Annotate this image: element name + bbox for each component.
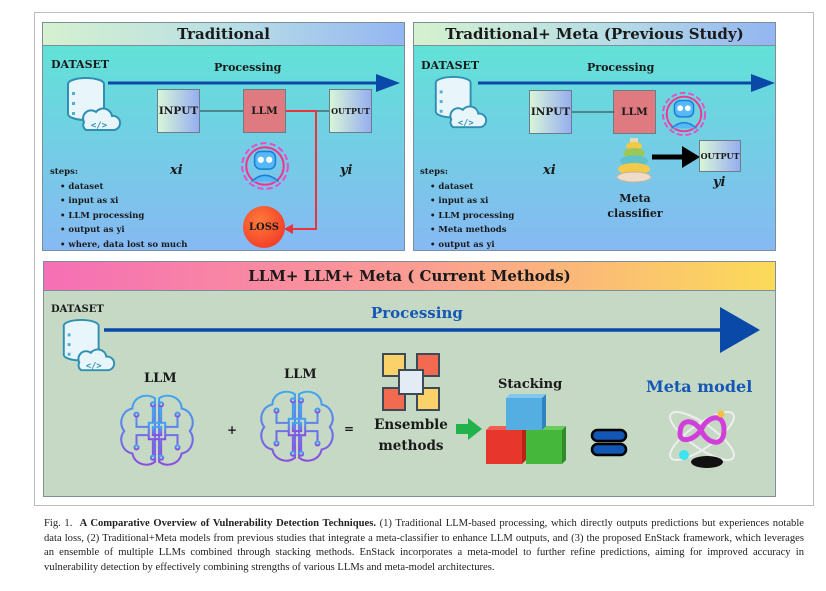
meta-model-icon [669,410,735,468]
caption-fig-label: Fig. 1. [44,518,73,529]
step-item: Meta methods [420,223,514,238]
processing-arrow [104,307,760,353]
input-box: INPUT [529,90,572,134]
output-box: OUTPUT [699,140,741,172]
llm-box: LLM [243,89,286,133]
loss-circle: LOSS [243,206,285,248]
step-item: output as yi [50,223,187,238]
stacking-label: Stacking [498,377,563,392]
panel-current-methods: LLM+ LLM+ Meta ( Current Methods) [43,261,776,497]
dataset-label: DATASET [421,59,480,72]
steps-list: steps: dataset input as xi LLM processin… [420,165,514,252]
processing-arrow [478,74,775,92]
step-item: input as xi [50,194,187,209]
robot-icon [661,91,707,137]
yi-label: yi [340,163,353,178]
processing-label: Processing [371,304,463,322]
xi-label: xi [543,163,556,178]
meta-classifier-icon [616,138,652,183]
step-item: input as xi [420,194,514,209]
flow-connectors [200,110,329,234]
steps-title: steps: [420,167,448,177]
llm1-label: LLM [144,371,177,386]
panel-title: Traditional [177,25,270,43]
meta-to-output-arrow [652,146,700,168]
step-item: LLM processing [420,209,514,224]
meta-classifier-line2: classifier [607,207,663,220]
step-item: dataset [50,180,187,195]
output-box: OUTPUT [329,89,372,133]
processing-label: Processing [214,61,282,74]
meta-classifier-label: Meta classifier [600,191,670,221]
green-arrow-icon [456,418,482,440]
brain-chip-icon [260,390,334,462]
panel-title: LLM+ LLM+ Meta ( Current Methods) [248,267,571,285]
panel-title: Traditional+ Meta (Previous Study) [445,25,744,43]
llm-box: LLM [613,90,656,134]
equals-bars-icon [590,428,628,457]
processing-arrow [108,74,400,92]
caption-body: (1) Traditional LLM-based processing, wh… [44,518,804,573]
steps-list: steps: dataset input as xi LLM processin… [50,165,187,252]
plus-sign: + [227,423,238,437]
step-item: where, data lost so much [50,238,187,253]
loss-label: LOSS [249,221,279,233]
step-item: LLM processing [50,209,187,224]
ensemble-line1: Ensemble [374,417,448,433]
meta-classifier-line1: Meta [619,192,651,205]
step-item: output as yi [420,238,514,253]
steps-title: steps: [50,167,78,177]
ensemble-icon [382,353,440,411]
dataset-label: DATASET [51,304,104,315]
stacking-cubes-icon [486,394,566,464]
step-item: dataset [420,180,514,195]
figure-caption: Fig. 1. A Comparative Overview of Vulner… [44,517,804,575]
robot-icon [241,142,289,190]
panel-traditional-header: Traditional [43,23,404,46]
dataset-label: DATASET [51,58,110,71]
yi-label: yi [713,175,726,190]
processing-label: Processing [587,61,655,74]
input-box: INPUT [157,89,200,133]
caption-title: A Comparative Overview of Vulnerability … [79,518,376,529]
panel-current-header: LLM+ LLM+ Meta ( Current Methods) [44,262,775,291]
equals-sign: = [344,422,355,436]
meta-model-label: Meta model [646,377,753,396]
llm2-label: LLM [284,367,317,382]
brain-chip-icon [120,394,194,466]
ensemble-methods-label: Ensemble methods [366,415,456,457]
ensemble-line2: methods [378,438,444,454]
panel-traditional-meta-header: Traditional+ Meta (Previous Study) [414,23,775,46]
input-llm-connector [572,111,614,113]
xi-label: xi [170,163,183,178]
